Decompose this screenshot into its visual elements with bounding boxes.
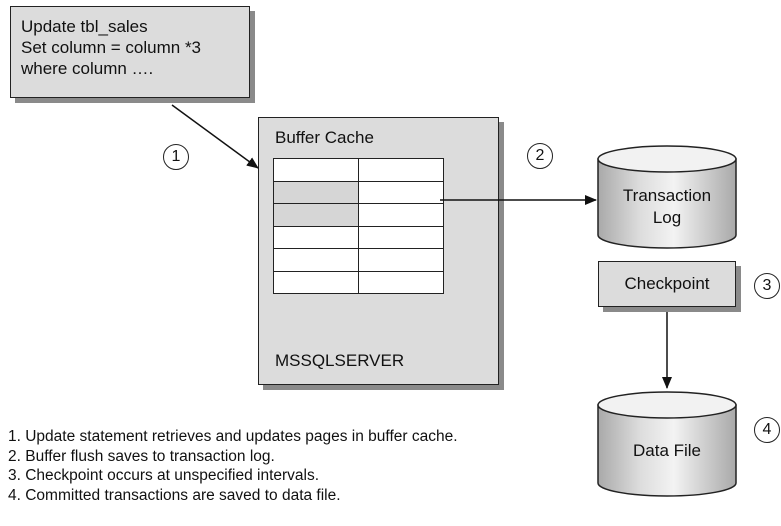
sql-line-1: Update tbl_sales: [21, 17, 148, 36]
sql-line-2: Set column = column *3: [21, 38, 202, 57]
buffer-cache-title: Buffer Cache: [275, 128, 374, 147]
arrow-statement-to-buffer: [171, 104, 259, 169]
step-legend: 1. Update statement retrieves and update…: [8, 427, 458, 505]
legend-item-4: 4. Committed transactions are saved to d…: [8, 486, 341, 504]
cache-page: [358, 158, 444, 182]
buffer-cache-pages: [273, 158, 444, 294]
transaction-log-label: Transaction Log: [598, 185, 736, 229]
legend-item-3: 3. Checkpoint occurs at unspecified inte…: [8, 467, 320, 484]
cache-page-dirty: [273, 180, 359, 204]
step-number-2: 2: [527, 143, 553, 169]
mssqlserver-box: Buffer Cache MSSQLSERVER: [258, 117, 499, 385]
cache-page: [358, 225, 444, 249]
step-number-4: 4: [754, 417, 780, 443]
cache-page-dirty: [273, 203, 359, 227]
data-file-label: Data File: [632, 441, 702, 460]
data-file-cylinder: [597, 391, 737, 497]
transaction-log-label-line1: Transaction: [622, 186, 712, 205]
server-label: MSSQLSERVER: [275, 351, 405, 370]
sql-line-3: where column ….: [21, 59, 154, 78]
legend-item-2: 2. Buffer flush saves to transaction log…: [8, 447, 275, 465]
step-number-1: 1: [163, 144, 189, 170]
update-statement-box: Update tbl_sales Set column = column *3 …: [10, 6, 250, 98]
step-number-3: 3: [754, 273, 780, 299]
checkpoint-label: Checkpoint: [624, 274, 710, 293]
cache-page: [358, 203, 444, 227]
cache-page: [358, 180, 444, 204]
checkpoint-box: Checkpoint: [598, 261, 736, 307]
transaction-log-cylinder: [597, 145, 737, 249]
legend-item-1: 1. Update statement retrieves and update…: [8, 428, 458, 445]
transaction-log-label-line2: Log: [652, 208, 682, 227]
cache-page: [358, 270, 444, 294]
